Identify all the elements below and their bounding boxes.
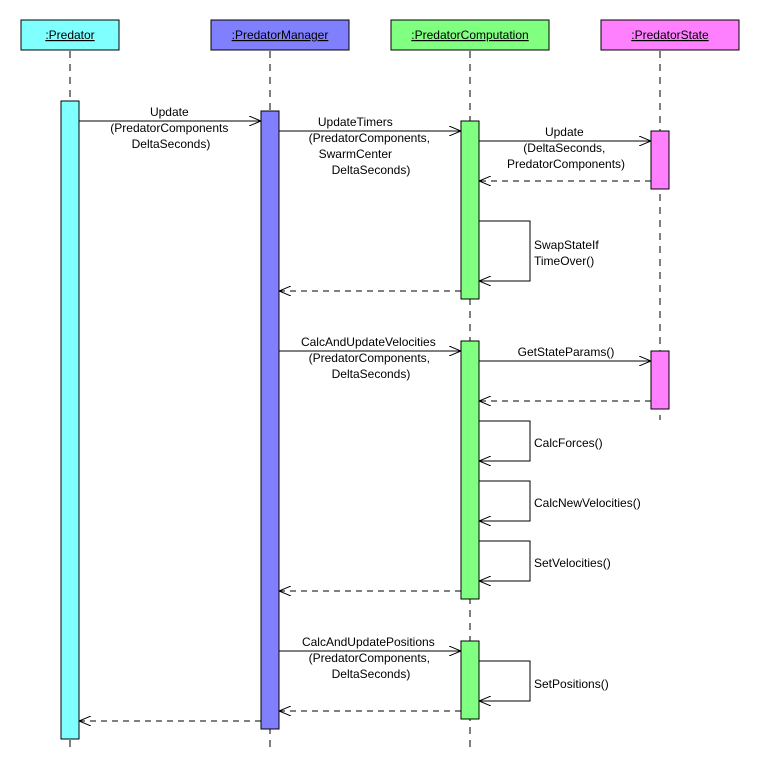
- message-update: Update (PredatorComponents DeltaSeconds): [79, 105, 261, 151]
- message-label-line: CalcForces(): [534, 436, 603, 450]
- message-label-line: (PredatorComponents,: [309, 651, 430, 665]
- participant-label-manager: :PredatorManager: [232, 28, 329, 42]
- message-label-line: UpdateTimers: [318, 115, 393, 129]
- message-update-timers: UpdateTimers (PredatorComponents, SwarmC…: [279, 115, 461, 177]
- message-calc-new-velocities-label: CalcNewVelocities(): [534, 496, 641, 510]
- message-label-line: SetVelocities(): [534, 556, 611, 570]
- activation-computation-3: [460, 640, 480, 720]
- message-swap-state-label: SwapStateIf TimeOver(): [534, 238, 602, 268]
- message-label-line: DeltaSeconds): [132, 137, 211, 151]
- activation-state-1: [650, 130, 670, 190]
- activation-computation-1: [460, 120, 480, 300]
- message-calc-new-velocities-arrow: [479, 480, 531, 521]
- message-label-line: GetStateParams(): [518, 345, 615, 359]
- participant-label-predator: :Predator: [45, 28, 94, 42]
- participant-predator: :Predator: [20, 19, 120, 51]
- message-calc-forces: CalcForces(): [479, 420, 603, 461]
- message-set-positions: SetPositions(): [479, 660, 609, 701]
- message-label-line: PredatorComponents): [507, 157, 625, 171]
- message-get-state-params-label: GetStateParams(): [518, 345, 615, 359]
- activation-manager: [260, 110, 280, 730]
- message-label-line: (DeltaSeconds,: [523, 141, 605, 155]
- message-label-line: SwarmCenter: [319, 147, 392, 161]
- message-label-line: DeltaSeconds): [332, 667, 411, 681]
- message-label-line: Update: [150, 105, 189, 119]
- message-label-line: TimeOver(): [534, 254, 594, 268]
- message-calc-new-velocities: CalcNewVelocities(): [479, 480, 641, 521]
- message-label-line: Update: [545, 125, 584, 139]
- message-calc-positions: CalcAndUpdatePositions (PredatorComponen…: [279, 635, 461, 681]
- message-label-line: SwapStateIf: [534, 238, 599, 252]
- message-set-positions-label: SetPositions(): [534, 677, 609, 691]
- message-update-label: Update (PredatorComponents DeltaSeconds): [110, 105, 231, 151]
- participant-label-computation: :PredatorComputation: [411, 28, 528, 42]
- message-state-update-label: Update (DeltaSeconds, PredatorComponents…: [507, 125, 625, 171]
- message-label-line: (PredatorComponents,: [309, 351, 430, 365]
- message-calc-forces-arrow: [479, 420, 531, 461]
- message-set-velocities: SetVelocities(): [479, 540, 611, 581]
- participant-label-state: :PredatorState: [631, 28, 709, 42]
- message-set-positions-arrow: [479, 660, 531, 701]
- activation-state-2: [650, 350, 670, 410]
- participant-manager: :PredatorManager: [210, 19, 350, 51]
- message-set-velocities-label: SetVelocities(): [534, 556, 611, 570]
- participant-head-manager: [210, 19, 350, 51]
- message-label-line: CalcNewVelocities(): [534, 496, 641, 510]
- message-label-line: CalcAndUpdateVelocities: [301, 335, 436, 349]
- message-label-line: (PredatorComponents: [110, 121, 228, 135]
- message-label-line: (PredatorComponents,: [309, 131, 430, 145]
- message-get-state-params: GetStateParams(): [479, 345, 651, 361]
- message-calc-velocities: CalcAndUpdateVelocities (PredatorCompone…: [279, 335, 461, 381]
- participant-head-predator: [20, 19, 120, 51]
- activation-predator: [60, 100, 80, 740]
- message-calc-velocities-label: CalcAndUpdateVelocities (PredatorCompone…: [301, 335, 439, 381]
- participant-head-state: [600, 19, 740, 51]
- message-swap-state-arrow: [479, 220, 531, 281]
- message-calc-positions-label: CalcAndUpdatePositions (PredatorComponen…: [302, 635, 438, 681]
- message-swap-state: SwapStateIf TimeOver(): [479, 220, 602, 281]
- message-label-line: DeltaSeconds): [332, 367, 411, 381]
- message-calc-forces-label: CalcForces(): [534, 436, 603, 450]
- participant-head-computation: [390, 19, 550, 51]
- participant-computation: :PredatorComputation: [390, 19, 550, 51]
- activation-computation-2: [460, 340, 480, 600]
- message-label-line: CalcAndUpdatePositions: [302, 635, 435, 649]
- message-set-velocities-arrow: [479, 540, 531, 581]
- message-state-update: Update (DeltaSeconds, PredatorComponents…: [479, 125, 651, 171]
- message-label-line: DeltaSeconds): [332, 163, 411, 177]
- participant-state: :PredatorState: [600, 19, 740, 51]
- message-update-timers-label: UpdateTimers (PredatorComponents, SwarmC…: [309, 115, 434, 177]
- message-label-line: SetPositions(): [534, 677, 609, 691]
